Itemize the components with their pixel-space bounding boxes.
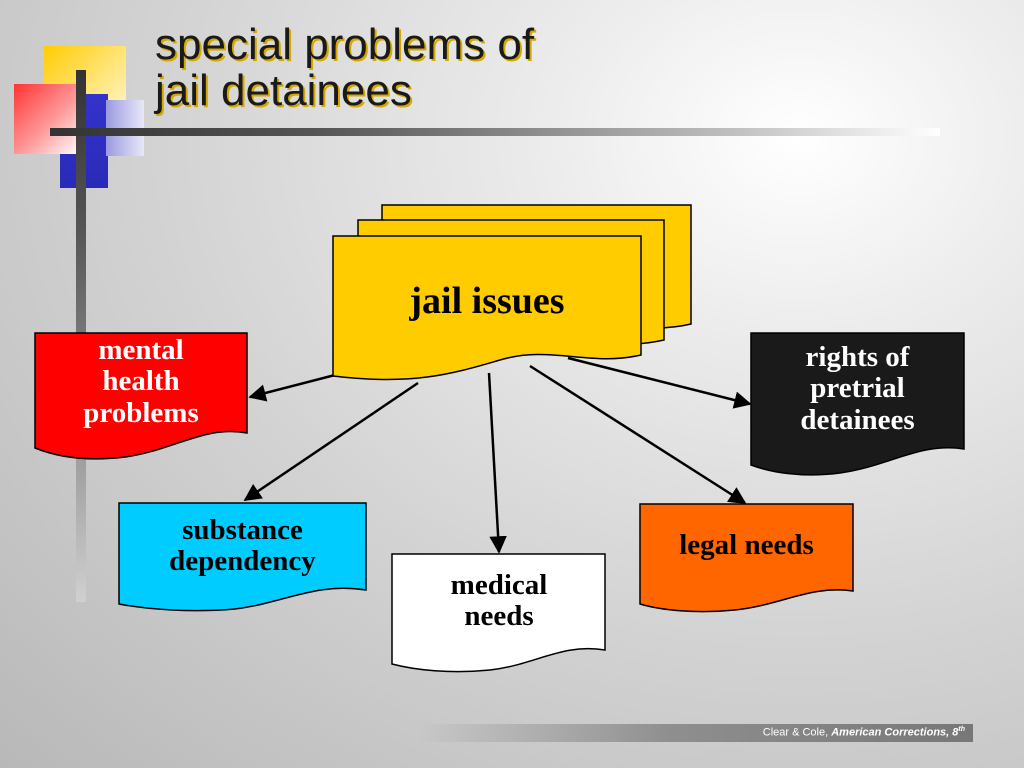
jail-issues-front-page bbox=[332, 235, 642, 381]
arrow-to-rights bbox=[567, 356, 752, 409]
jail-issues-stack bbox=[332, 204, 692, 381]
mental-health-box bbox=[34, 332, 248, 460]
arrow-to-legal bbox=[529, 364, 747, 505]
footer-book-title: American Corrections, 8 bbox=[831, 726, 959, 739]
arrow-to-medical bbox=[487, 372, 507, 554]
arrow-to-mental-health bbox=[248, 373, 336, 402]
substance-box bbox=[118, 502, 367, 612]
medical-label: medical needs bbox=[450, 568, 548, 632]
arrow-to-substance bbox=[243, 381, 419, 502]
footer-edition-sup: th bbox=[958, 726, 965, 733]
footer-citation: Clear & Cole, American Corrections, 8th bbox=[763, 726, 965, 739]
rights-label: rights of pretrial detainees bbox=[800, 341, 915, 436]
deco-red-square bbox=[14, 84, 80, 154]
jail-issues-label: jail issues bbox=[409, 280, 565, 323]
legal-box bbox=[639, 503, 854, 613]
connectors bbox=[243, 356, 752, 554]
title-line-2: jail detainees bbox=[155, 66, 412, 115]
rights-box bbox=[750, 332, 965, 476]
deco-horizontal-line bbox=[50, 128, 940, 136]
legal-label: legal needs bbox=[679, 529, 814, 562]
footer-authors: Clear & Cole, bbox=[762, 726, 832, 739]
page-title: special problems of jail detainees bbox=[155, 22, 534, 114]
substance-label: substance dependency bbox=[169, 513, 316, 577]
title-line-1: special problems of bbox=[155, 20, 535, 69]
medical-box bbox=[391, 553, 606, 673]
mental-health-label: mental health problems bbox=[83, 334, 199, 429]
footer-bar: Clear & Cole, American Corrections, 8th bbox=[418, 724, 973, 742]
